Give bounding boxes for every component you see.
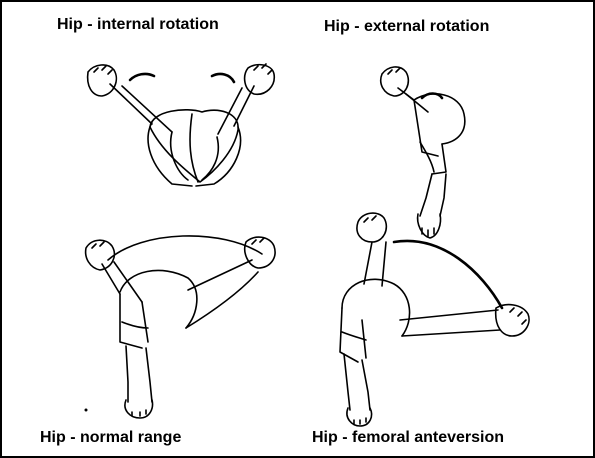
label-femoral-anteversion: Hip - femoral anteversion xyxy=(312,429,504,447)
figure-normal-range xyxy=(85,236,276,418)
label-internal-rotation: Hip - internal rotation xyxy=(57,16,219,34)
figure-external-rotation xyxy=(381,67,465,238)
label-normal-range: Hip - normal range xyxy=(40,429,181,447)
figure-internal-rotation xyxy=(88,64,275,186)
label-external-rotation: Hip - external rotation xyxy=(324,18,489,36)
figure-femoral-anteversion xyxy=(340,213,529,426)
